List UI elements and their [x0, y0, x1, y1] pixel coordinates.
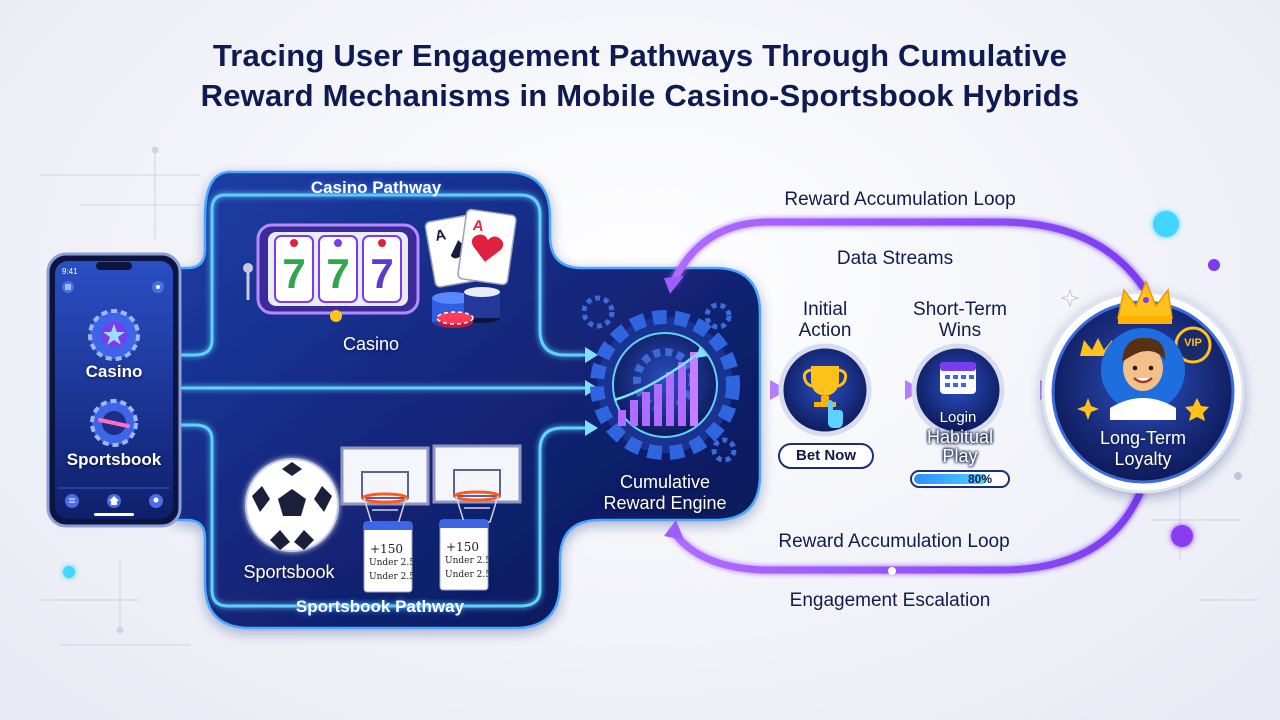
reward-engine-label-line-1: Cumulative	[619, 472, 711, 492]
sportsbook-pathway-label: Sportsbook Pathway	[295, 597, 465, 616]
pathway-lines	[180, 193, 585, 608]
habitual-play-line-2: Play	[942, 446, 978, 466]
data-streams-label: Data Streams	[836, 248, 954, 269]
casino-chip-icon[interactable]	[88, 309, 140, 361]
habitual-play-line-1: Habitual	[926, 427, 994, 447]
login-label: Login	[939, 409, 977, 426]
crown-icon	[1117, 280, 1173, 324]
habit-progress-bar: 80%	[910, 470, 1010, 488]
casino-pathway-label: Casino Pathway	[310, 178, 442, 197]
initial-action-line-1: Initial	[802, 299, 848, 320]
initial-action-line-2: Action	[798, 320, 852, 341]
calendar-icon	[940, 362, 976, 394]
phone[interactable]: 9:41	[46, 252, 182, 528]
soccer-ball-icon	[245, 458, 339, 552]
reel-2: 7	[326, 250, 349, 297]
vip-badge-text: VIP	[1184, 337, 1202, 349]
slip-1-line-2: Under 2.5	[369, 572, 415, 582]
slip-1-line-1: Under 2.5	[369, 558, 415, 568]
reel-3: 7	[370, 250, 393, 297]
loyalty-label: Long-Term Loyalty	[1083, 428, 1203, 470]
casino-chips-icon	[432, 287, 500, 328]
casino-label: Casino	[342, 334, 400, 354]
loyalty-node	[1041, 280, 1245, 494]
slip-1-odds: +150	[370, 542, 403, 556]
habitual-play-label: Habitual Play	[905, 428, 1015, 466]
reward-engine-gear-icon	[590, 310, 740, 460]
reel-1: 7	[282, 250, 305, 297]
slot-machine-icon: 7 7 7	[243, 223, 420, 322]
reward-loops	[668, 218, 1149, 574]
short-term-wins-line-2: Wins	[938, 320, 982, 341]
loyalty-label-line-2: Loyalty	[1114, 449, 1172, 469]
top-loop-label: Reward Accumulation Loop	[784, 189, 1016, 210]
short-term-wins-line-1: Short-Term	[913, 299, 1007, 320]
loyalty-label-line-1: Long-Term	[1099, 428, 1187, 448]
settings-icon[interactable]	[152, 281, 164, 293]
habit-progress-text: 80%	[967, 472, 993, 486]
slip-2-line-1: Under 2.5	[445, 556, 491, 566]
page-title: Tracing User Engagement Pathways Through…	[0, 36, 1280, 116]
title-line-1: Tracing User Engagement Pathways Through…	[212, 38, 1068, 73]
phone-sportsbook-label[interactable]: Sportsbook	[66, 450, 162, 469]
bet-slip-1	[363, 521, 413, 593]
reward-engine-label: Cumulative Reward Engine	[580, 472, 750, 514]
phone-casino-label[interactable]: Casino	[85, 362, 143, 381]
small-gear-icons	[581, 295, 737, 463]
pointer-hand-icon	[828, 400, 843, 428]
slip-2-odds: +150	[446, 540, 479, 554]
phone-nav-profile-icon[interactable]	[149, 494, 163, 508]
sportsbook-gear-icon[interactable]	[90, 399, 138, 447]
reward-engine-label-line-2: Reward Engine	[603, 493, 727, 513]
habit-progress-fill	[914, 474, 987, 484]
svg-text:A: A	[434, 226, 448, 245]
basketball-hoop-1-icon	[340, 446, 430, 525]
avatar-icon	[1101, 328, 1185, 420]
bet-now-button[interactable]: Bet Now	[778, 443, 874, 469]
basketball-hoop-2-icon	[432, 444, 522, 523]
short-term-wins-label: Short-Term Wins	[895, 299, 1025, 341]
phone-time: 9:41	[62, 267, 78, 276]
sportsbook-label: Sportsbook	[243, 562, 335, 582]
trophy-icon	[802, 366, 848, 407]
initial-action-node	[778, 343, 872, 437]
hamburger-menu-icon[interactable]	[62, 281, 74, 293]
engagement-escalation-label: Engagement Escalation	[789, 590, 991, 611]
title-line-2: Reward Mechanisms in Mobile Casino-Sport…	[200, 78, 1080, 113]
sparkle-star-icon	[1077, 398, 1209, 421]
svg-text:A: A	[472, 217, 485, 235]
slip-2-line-2: Under 2.5	[445, 570, 491, 580]
playing-cards-icon: A A	[424, 208, 517, 288]
decorative-dots	[63, 211, 1242, 578]
loop-dot	[888, 567, 896, 575]
initial-action-label: Initial Action	[770, 299, 880, 341]
bottom-loop-label: Reward Accumulation Loop	[778, 531, 1010, 552]
phone-nav-menu-icon[interactable]	[65, 494, 79, 508]
short-term-wins-node	[911, 343, 1005, 437]
bet-slip-2	[439, 519, 489, 591]
phone-nav-home-icon[interactable]	[107, 494, 121, 508]
